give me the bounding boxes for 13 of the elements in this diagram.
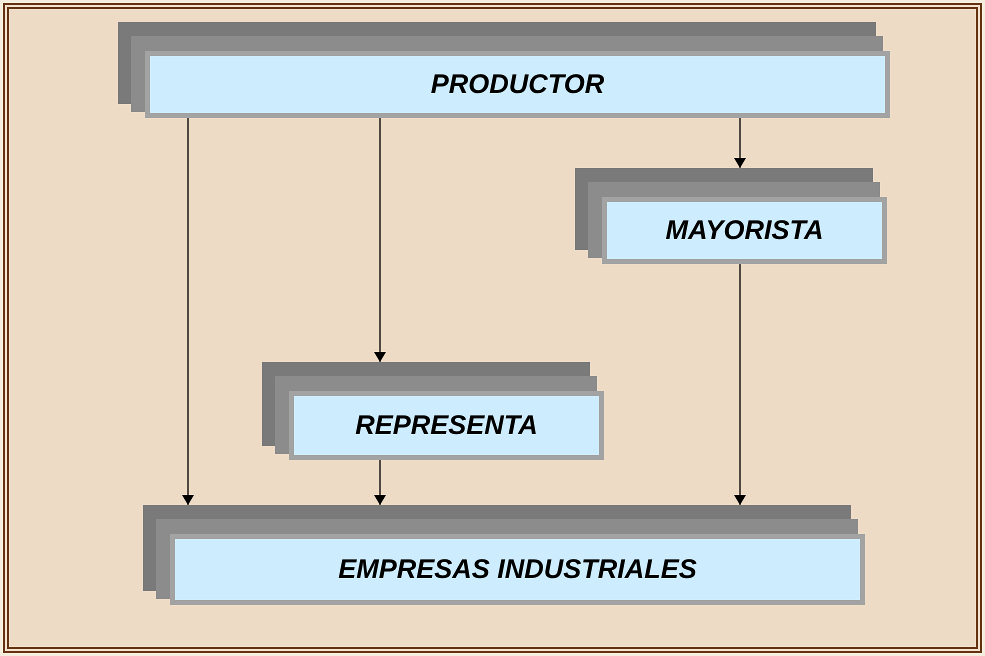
process-box — [143, 505, 865, 605]
arrow — [182, 118, 194, 505]
process-box — [118, 22, 890, 118]
arrow — [734, 264, 746, 505]
box-label: PRODUCTOR — [430, 68, 604, 101]
process-box — [262, 362, 604, 460]
arrow — [374, 460, 386, 505]
box-label: EMPRESAS INDUSTRIALES — [338, 552, 697, 586]
process-box — [575, 168, 887, 264]
box-label: REPRESENTA — [355, 408, 538, 442]
arrow — [734, 118, 746, 168]
arrow — [374, 118, 386, 362]
box-label: MAYORISTA — [666, 214, 824, 247]
